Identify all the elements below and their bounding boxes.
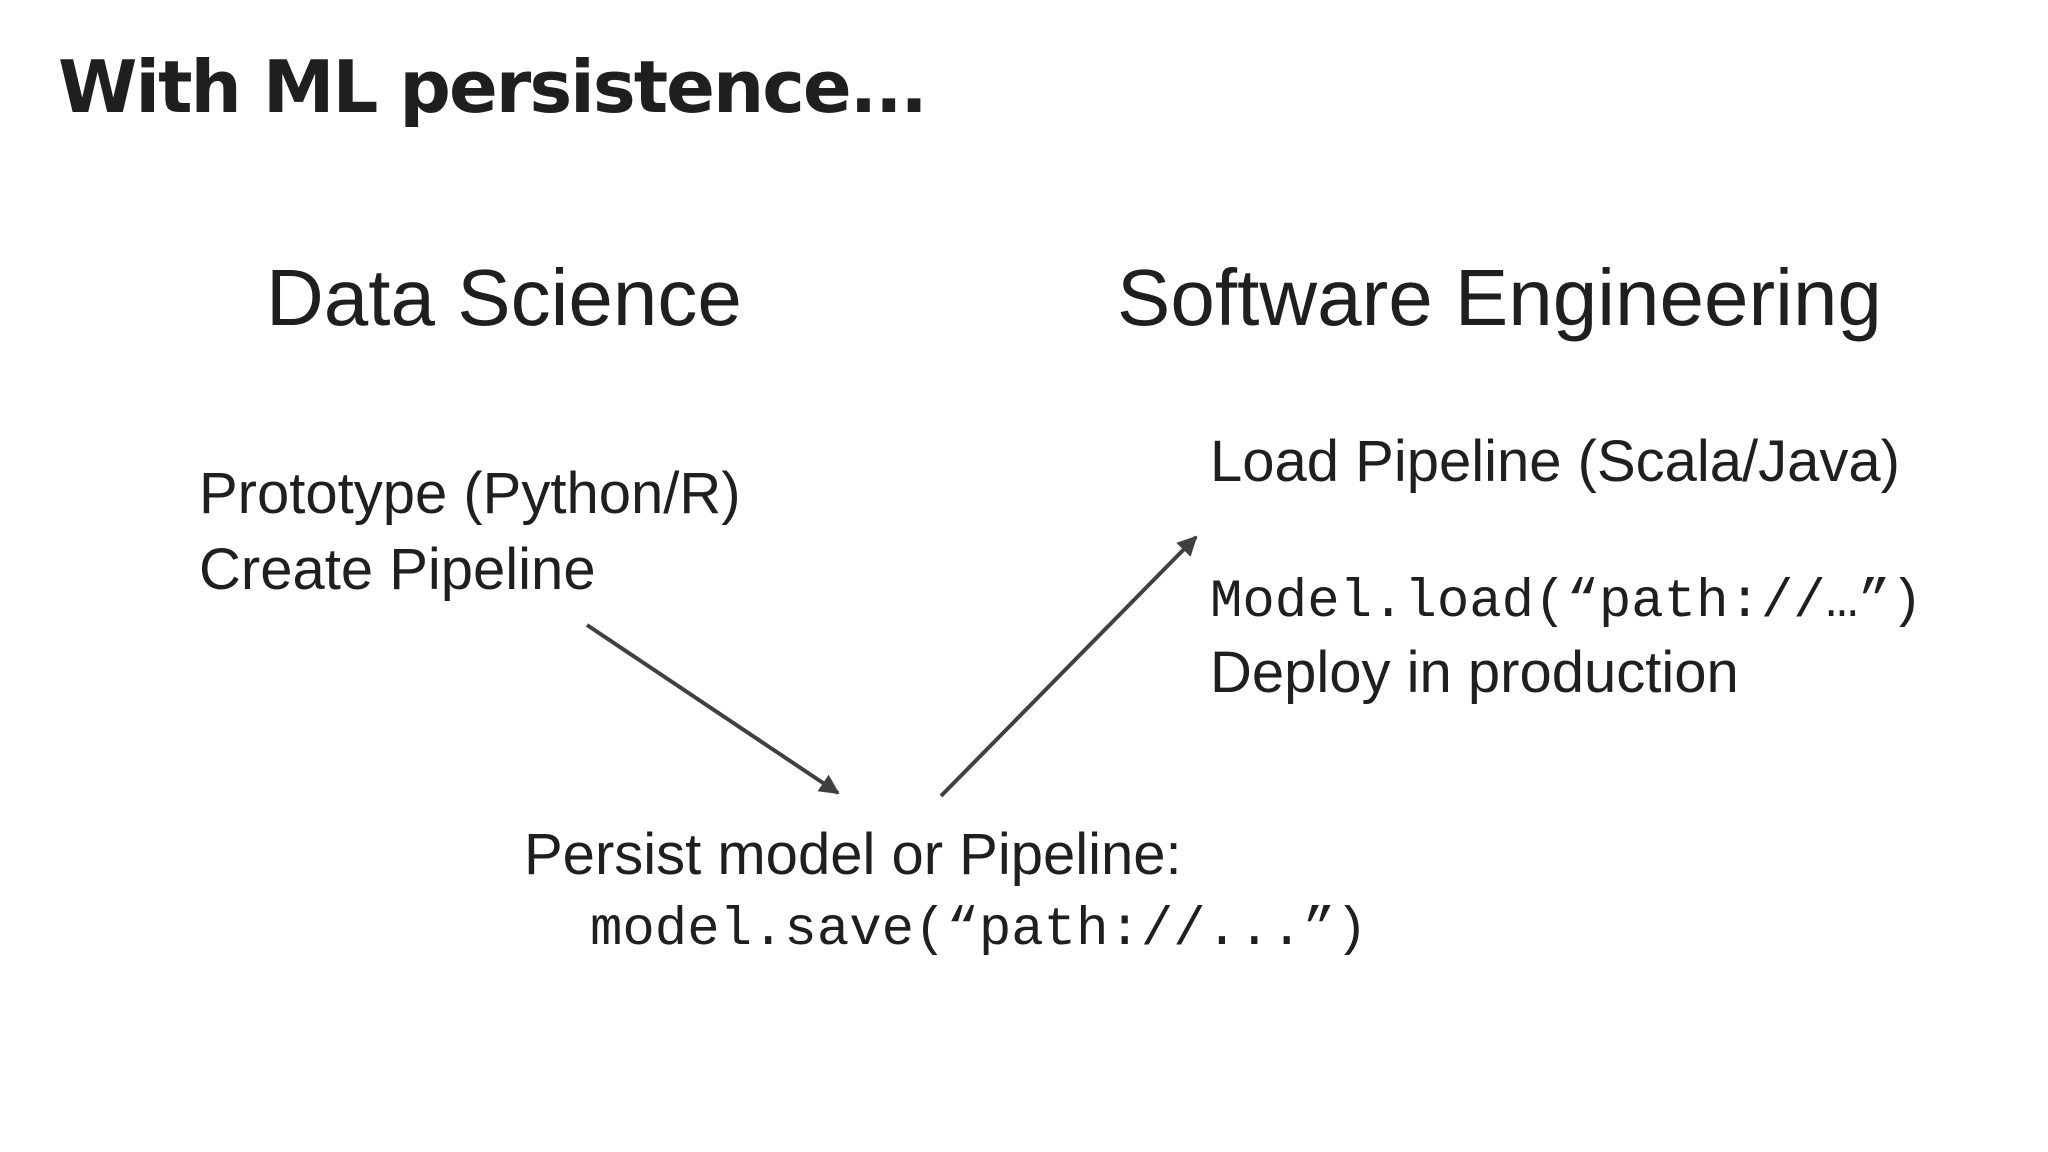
arrow-to-persist	[585, 623, 840, 795]
data-science-heading: Data Science	[266, 253, 742, 342]
deploy-text: Deploy in production	[1210, 640, 1739, 705]
slide-title: With ML persistence...	[58, 45, 928, 129]
model-load-code: Model.load(“path://…”)	[1210, 572, 1923, 633]
data-science-steps: Prototype (Python/R) Create Pipeline	[199, 456, 741, 608]
persist-label: Persist model or Pipeline:	[524, 822, 1182, 887]
prototype-text: Prototype (Python/R)	[199, 461, 741, 526]
software-engineering-heading: Software Engineering	[1117, 253, 1882, 342]
model-save-code: model.save(“path://...”)	[590, 900, 1368, 961]
create-pipeline-text: Create Pipeline	[199, 537, 596, 602]
load-pipeline-text: Load Pipeline (Scala/Java)	[1210, 429, 1900, 494]
arrow-to-load	[939, 535, 1198, 798]
persist-block: Persist model or Pipeline: model.save(“p…	[524, 817, 1368, 969]
